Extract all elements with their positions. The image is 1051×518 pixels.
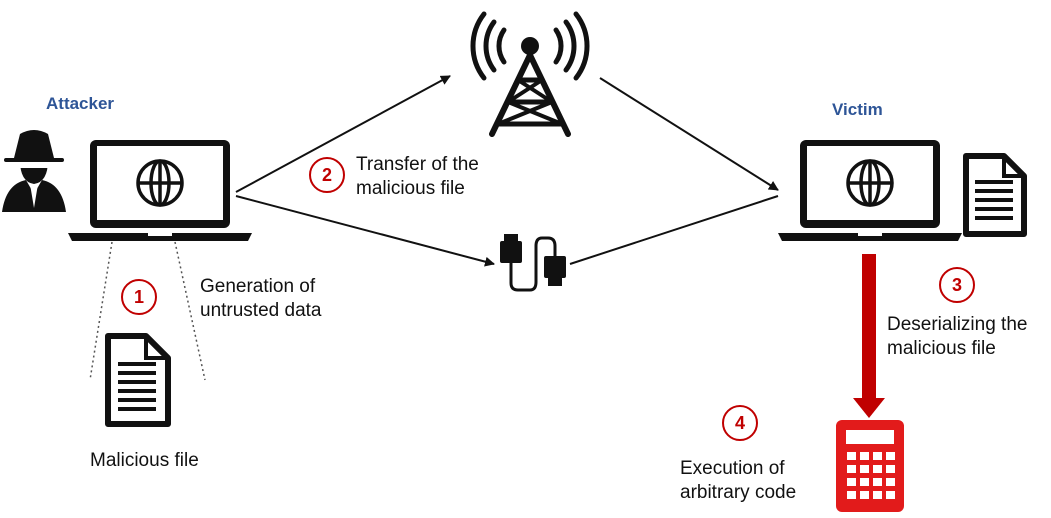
step-1-badge: 1 — [121, 279, 157, 315]
deserializing-label: Deserializing the malicious file — [887, 314, 1028, 359]
spy-icon — [2, 130, 66, 212]
step-3-badge: 3 — [939, 267, 975, 303]
cell-tower-icon — [470, 11, 590, 137]
projection-line-right — [174, 241, 206, 381]
deserialize-arrow — [853, 254, 885, 418]
step-4-badge: 4 — [722, 405, 758, 441]
globe-icon — [136, 159, 184, 207]
execution-label: Execution of arbitrary code — [680, 458, 797, 503]
globe-icon — [846, 159, 894, 207]
generation-label: Generation of untrusted data — [200, 276, 322, 321]
victim-document-icon — [963, 153, 1027, 237]
usb-cable-icon — [500, 234, 566, 292]
transfer-arrows — [235, 75, 779, 267]
attacker-laptop-icon — [68, 140, 252, 241]
malicious-document-icon — [105, 333, 171, 427]
malicious-file-label: Malicious file — [90, 450, 199, 471]
victim-laptop-icon — [778, 140, 962, 241]
step-2-badge: 2 — [309, 157, 345, 193]
calculator-icon — [836, 420, 904, 512]
transfer-label: Transfer of the malicious file — [356, 154, 479, 199]
attacker-label: Attacker — [46, 94, 115, 113]
victim-label: Victim — [832, 100, 883, 119]
projection-line-left — [89, 241, 113, 381]
